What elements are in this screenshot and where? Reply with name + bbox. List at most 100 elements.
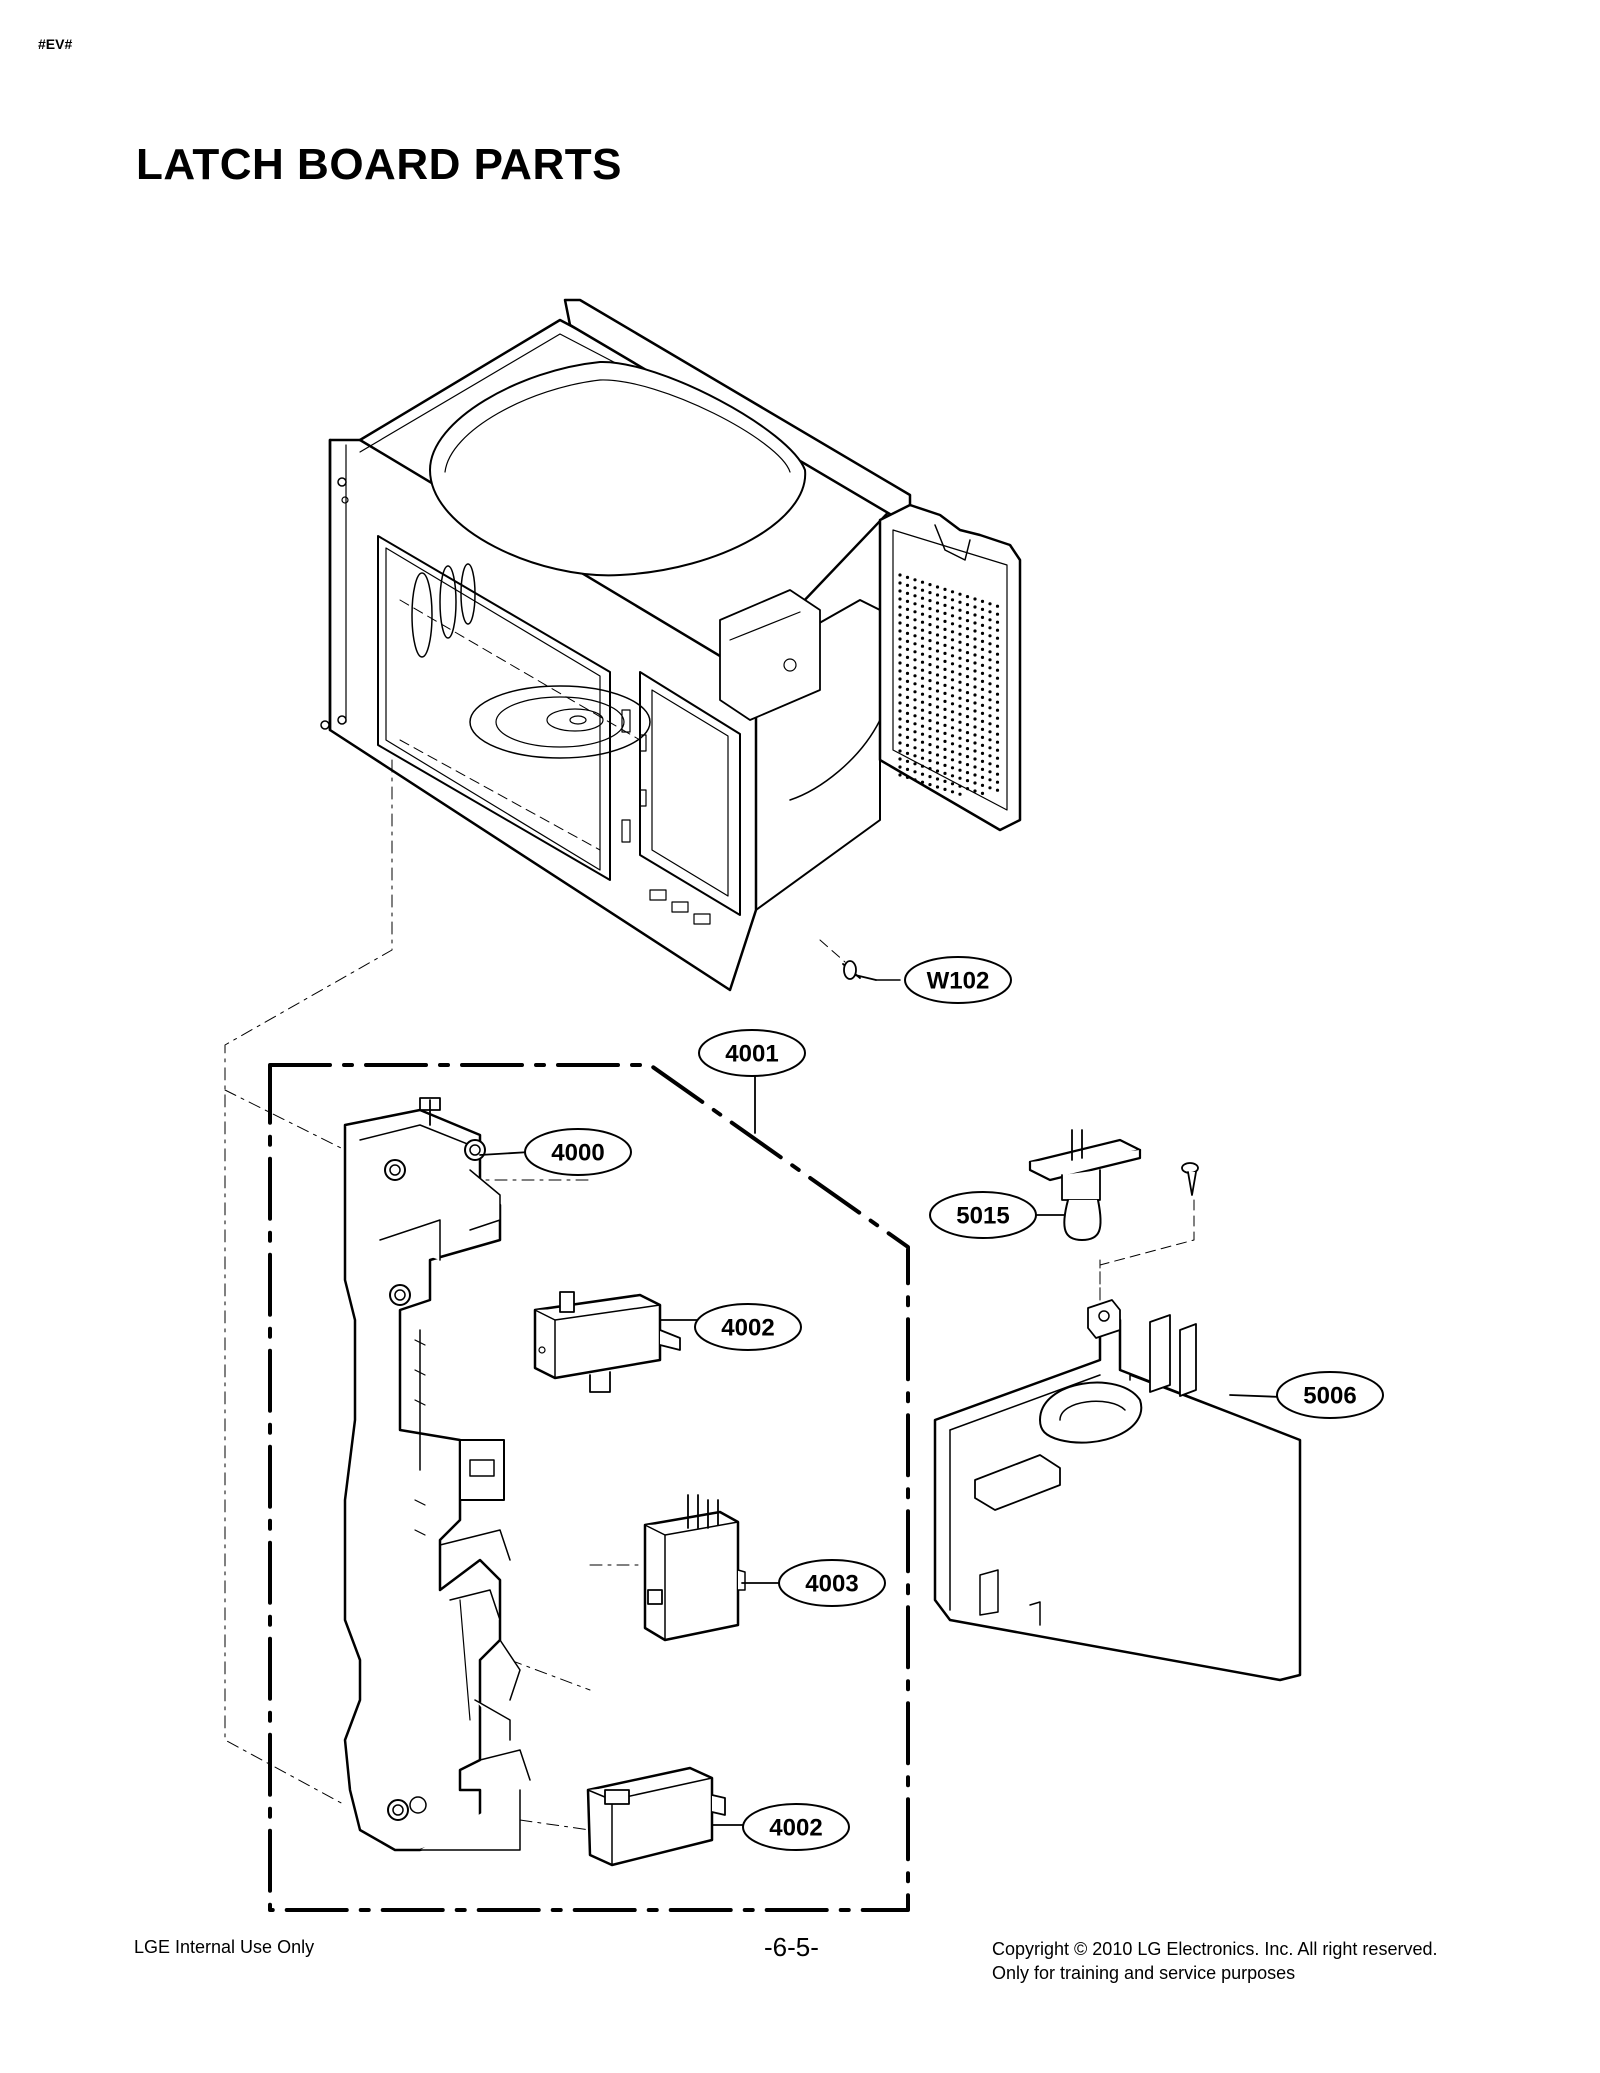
vent-hole	[958, 624, 962, 628]
vent-hole	[913, 618, 917, 622]
vent-hole	[928, 631, 932, 635]
vent-hole	[935, 593, 940, 597]
vent-hole	[980, 679, 985, 684]
vent-hole	[905, 607, 910, 612]
vent-hole	[935, 713, 940, 717]
vent-hole	[905, 655, 910, 660]
vent-hole	[980, 711, 985, 716]
vent-hole	[920, 596, 925, 600]
vent-hole	[898, 725, 902, 729]
vent-hole	[973, 733, 977, 737]
footer-training-note: Only for training and service purposes	[992, 1963, 1296, 1983]
vent-hole	[980, 735, 985, 740]
vent-hole	[995, 700, 1000, 704]
vent-hole	[935, 721, 940, 725]
vent-hole	[943, 723, 947, 728]
vent-hole	[973, 669, 977, 673]
vent-hole	[943, 635, 947, 640]
vent-hole	[898, 685, 902, 689]
vent-hole	[935, 785, 940, 789]
vent-hole	[973, 757, 977, 761]
callout-oval-4003	[778, 1559, 886, 1607]
footer-page-number: -6-5-	[764, 1932, 819, 1962]
vent-hole	[935, 641, 940, 645]
callout-label-5015: 5015	[956, 1203, 1009, 1230]
vent-hole	[898, 613, 902, 617]
vent-hole	[973, 685, 977, 689]
vent-hole	[973, 789, 977, 793]
vent-hole	[965, 763, 970, 767]
callout-oval-5006	[1276, 1371, 1384, 1419]
vent-hole	[905, 727, 910, 732]
vent-hole	[950, 590, 955, 594]
vent-hole	[913, 746, 917, 750]
vent-hole	[950, 718, 955, 722]
vent-hole	[958, 768, 962, 772]
vent-hole	[905, 751, 910, 756]
vent-hole	[913, 770, 917, 774]
vent-hole	[965, 787, 970, 791]
latch-assembly-boundary	[268, 1063, 910, 1912]
vent-hole	[950, 758, 955, 762]
leader-5006	[1229, 1394, 1283, 1398]
vent-hole	[980, 655, 985, 660]
vent-hole	[898, 701, 902, 705]
vent-hole	[988, 714, 992, 718]
vented-side-panel	[878, 503, 1022, 832]
callout-oval-4002-bottom	[742, 1803, 850, 1851]
vent-hole	[965, 619, 970, 623]
vent-hole	[950, 606, 955, 610]
vent-hole	[995, 788, 1000, 792]
vent-hole	[988, 666, 992, 670]
vent-hole	[965, 667, 970, 671]
vent-hole	[928, 775, 932, 779]
vent-hole	[988, 786, 992, 790]
vent-hole	[958, 648, 962, 652]
vent-hole	[980, 639, 985, 644]
vent-hole	[965, 627, 970, 631]
vent-hole	[973, 605, 977, 609]
vent-hole	[935, 665, 940, 669]
vent-hole	[973, 597, 977, 601]
vent-hole	[988, 746, 992, 750]
vent-hole	[905, 663, 910, 668]
vent-hole	[905, 615, 910, 620]
vent-hole	[958, 680, 962, 684]
vent-hole	[928, 607, 932, 611]
vent-hole	[920, 732, 925, 736]
vent-hole	[943, 715, 947, 720]
page-title: LATCH BOARD PARTS	[136, 140, 622, 189]
vent-hole	[935, 657, 940, 661]
vent-hole	[965, 675, 970, 679]
vent-hole	[988, 706, 992, 710]
callout-label-w102: W102	[927, 968, 990, 995]
vent-hole	[928, 695, 932, 699]
vent-hole	[943, 603, 947, 608]
vent-hole	[973, 637, 977, 641]
vent-hole	[898, 773, 902, 777]
vent-hole	[973, 773, 977, 777]
vent-hole	[905, 583, 910, 588]
vent-hole	[913, 658, 917, 662]
vent-hole	[913, 578, 917, 582]
vent-hole	[898, 653, 902, 657]
vent-hole	[965, 747, 970, 751]
vent-hole	[980, 751, 985, 756]
vent-hole	[973, 645, 977, 649]
vent-hole	[935, 761, 940, 765]
vent-hole	[965, 723, 970, 727]
vent-hole	[995, 740, 1000, 744]
vent-hole	[950, 670, 955, 674]
vent-hole	[973, 781, 977, 785]
vent-hole	[950, 622, 955, 626]
vent-hole	[935, 609, 940, 613]
vent-hole	[905, 711, 910, 716]
vent-hole	[905, 743, 910, 748]
vent-hole	[950, 678, 955, 682]
vent-hole	[928, 623, 932, 627]
lamp-housing-part-5006	[933, 1299, 1302, 1682]
vent-hole	[920, 708, 925, 712]
vent-hole	[935, 681, 940, 685]
vent-hole	[973, 677, 977, 681]
callout-oval-w102	[904, 956, 1012, 1004]
